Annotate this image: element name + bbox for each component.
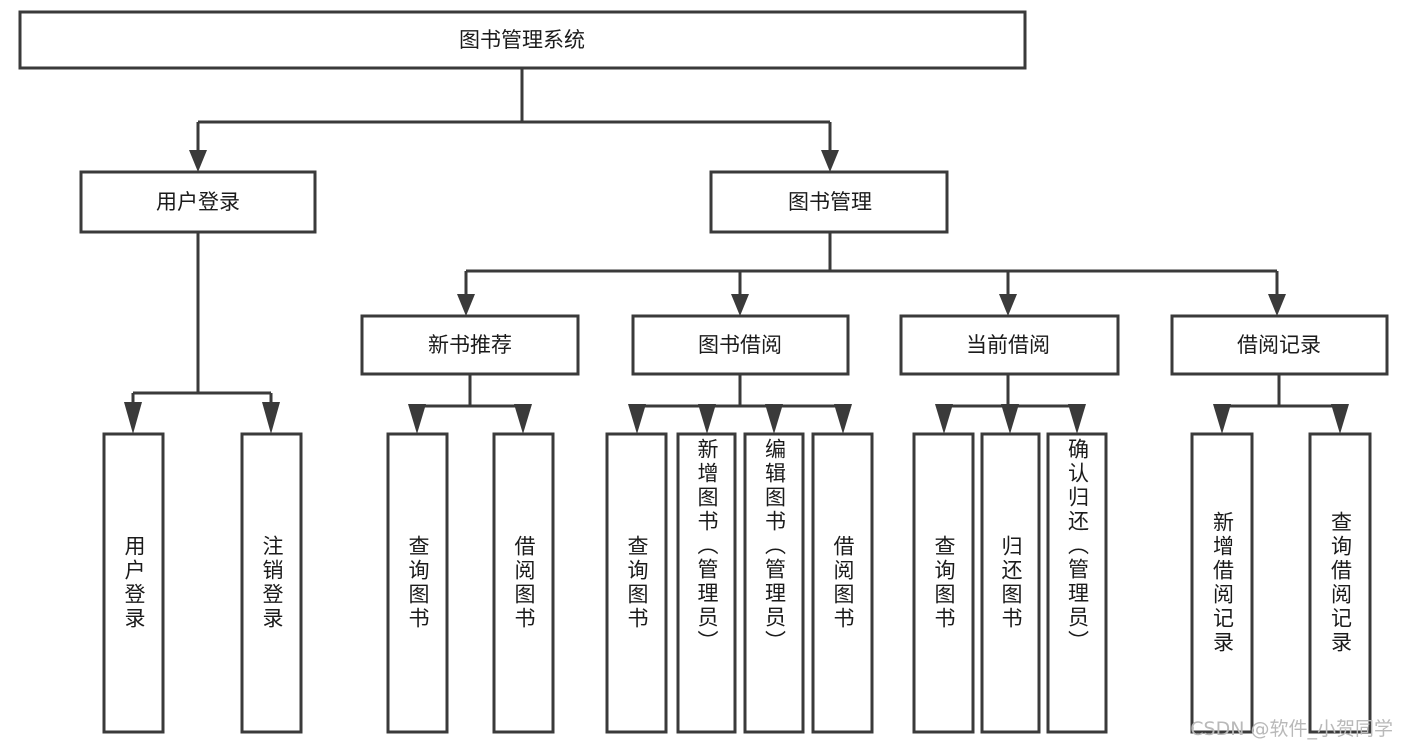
arrow-head-bb-leaf-4 [834, 404, 852, 434]
arrow-head-cb-leaf-2 [1001, 404, 1019, 434]
arrow-head-nbr-leaf-2 [514, 404, 532, 434]
node-book-borrow-box[interactable] [631, 314, 850, 376]
arrow-head-br-leaf-2 [1331, 404, 1349, 434]
leaf-box-nbr-1[interactable] [386, 432, 449, 734]
connector-group-current-borrow [935, 374, 1086, 434]
leaf-box-bb-4[interactable] [811, 432, 874, 734]
leaf-box-br-2[interactable] [1308, 432, 1372, 734]
leaf-box-user-login-1[interactable] [102, 432, 165, 734]
arrow-head-br-leaf-1 [1213, 404, 1231, 434]
leaf-box-bb-1[interactable] [605, 432, 668, 734]
node-book-manage-box[interactable] [709, 170, 949, 234]
node-root-label: 图书管理系统 [459, 28, 585, 52]
connector-group-new-book-recommend [408, 374, 532, 434]
node-borrow-record-box[interactable] [1170, 314, 1389, 376]
connector-group-borrow-record [1213, 374, 1349, 434]
node-book-borrow[interactable]: 图书借阅 [631, 314, 850, 376]
leaf-box-bb-2[interactable] [676, 432, 737, 734]
arrow-head-current-borrow [999, 294, 1017, 316]
connector-group-user-login [124, 232, 280, 434]
node-new-book-recommend-label: 新书推荐 [428, 333, 512, 357]
node-book-manage-label: 图书管理 [788, 190, 872, 214]
leaf-box-user-login-2[interactable] [240, 432, 303, 734]
arrow-head-book-borrow [731, 294, 749, 316]
connector-group-root [189, 68, 839, 172]
node-current-borrow[interactable]: 当前借阅 [899, 314, 1120, 376]
node-borrow-record[interactable]: 借阅记录 [1170, 314, 1389, 376]
node-root[interactable]: 图书管理系统 [18, 10, 1027, 70]
arrow-head-bb-leaf-1 [628, 404, 646, 434]
node-book-manage[interactable]: 图书管理 [709, 170, 949, 234]
arrow-head-leaf-user-login-1 [124, 402, 142, 434]
arrow-head-bb-leaf-3 [765, 404, 783, 434]
leaf-box-cb-2[interactable] [980, 432, 1041, 734]
watermark-text: CSDN @软件_小贺同学 [1190, 718, 1393, 740]
arrow-head-cb-leaf-3 [1068, 404, 1086, 434]
arrow-head-cb-leaf-1 [935, 404, 953, 434]
arrow-head-user-login [189, 150, 207, 172]
leaf-box-cb-1[interactable] [912, 432, 975, 734]
leaf-box-cb-3[interactable] [1046, 432, 1108, 734]
leaf-box-nbr-2[interactable] [492, 432, 555, 734]
arrow-head-leaf-user-login-2 [262, 402, 280, 434]
node-user-login-box[interactable] [79, 170, 317, 234]
node-root-box[interactable] [18, 10, 1027, 70]
node-user-login-label: 用户登录 [156, 190, 240, 214]
arrow-head-borrow-record [1268, 294, 1286, 316]
node-new-book-recommend-box[interactable] [360, 314, 580, 376]
arrow-head-new-book-recommend [457, 294, 475, 316]
leaf-box-br-1[interactable] [1190, 432, 1254, 734]
connector-group-book-manage [457, 232, 1286, 316]
connector-group-book-borrow [628, 374, 852, 434]
arrow-head-bb-leaf-2 [698, 404, 716, 434]
node-user-login[interactable]: 用户登录 [79, 170, 317, 234]
leaf-box-bb-3[interactable] [743, 432, 805, 734]
node-borrow-record-label: 借阅记录 [1237, 333, 1321, 357]
node-book-borrow-label: 图书借阅 [698, 333, 782, 357]
node-current-borrow-box[interactable] [899, 314, 1120, 376]
arrow-head-nbr-leaf-1 [408, 404, 426, 434]
arrow-head-book-manage [821, 150, 839, 172]
node-new-book-recommend[interactable]: 新书推荐 [360, 314, 580, 376]
node-current-borrow-label: 当前借阅 [966, 333, 1050, 357]
